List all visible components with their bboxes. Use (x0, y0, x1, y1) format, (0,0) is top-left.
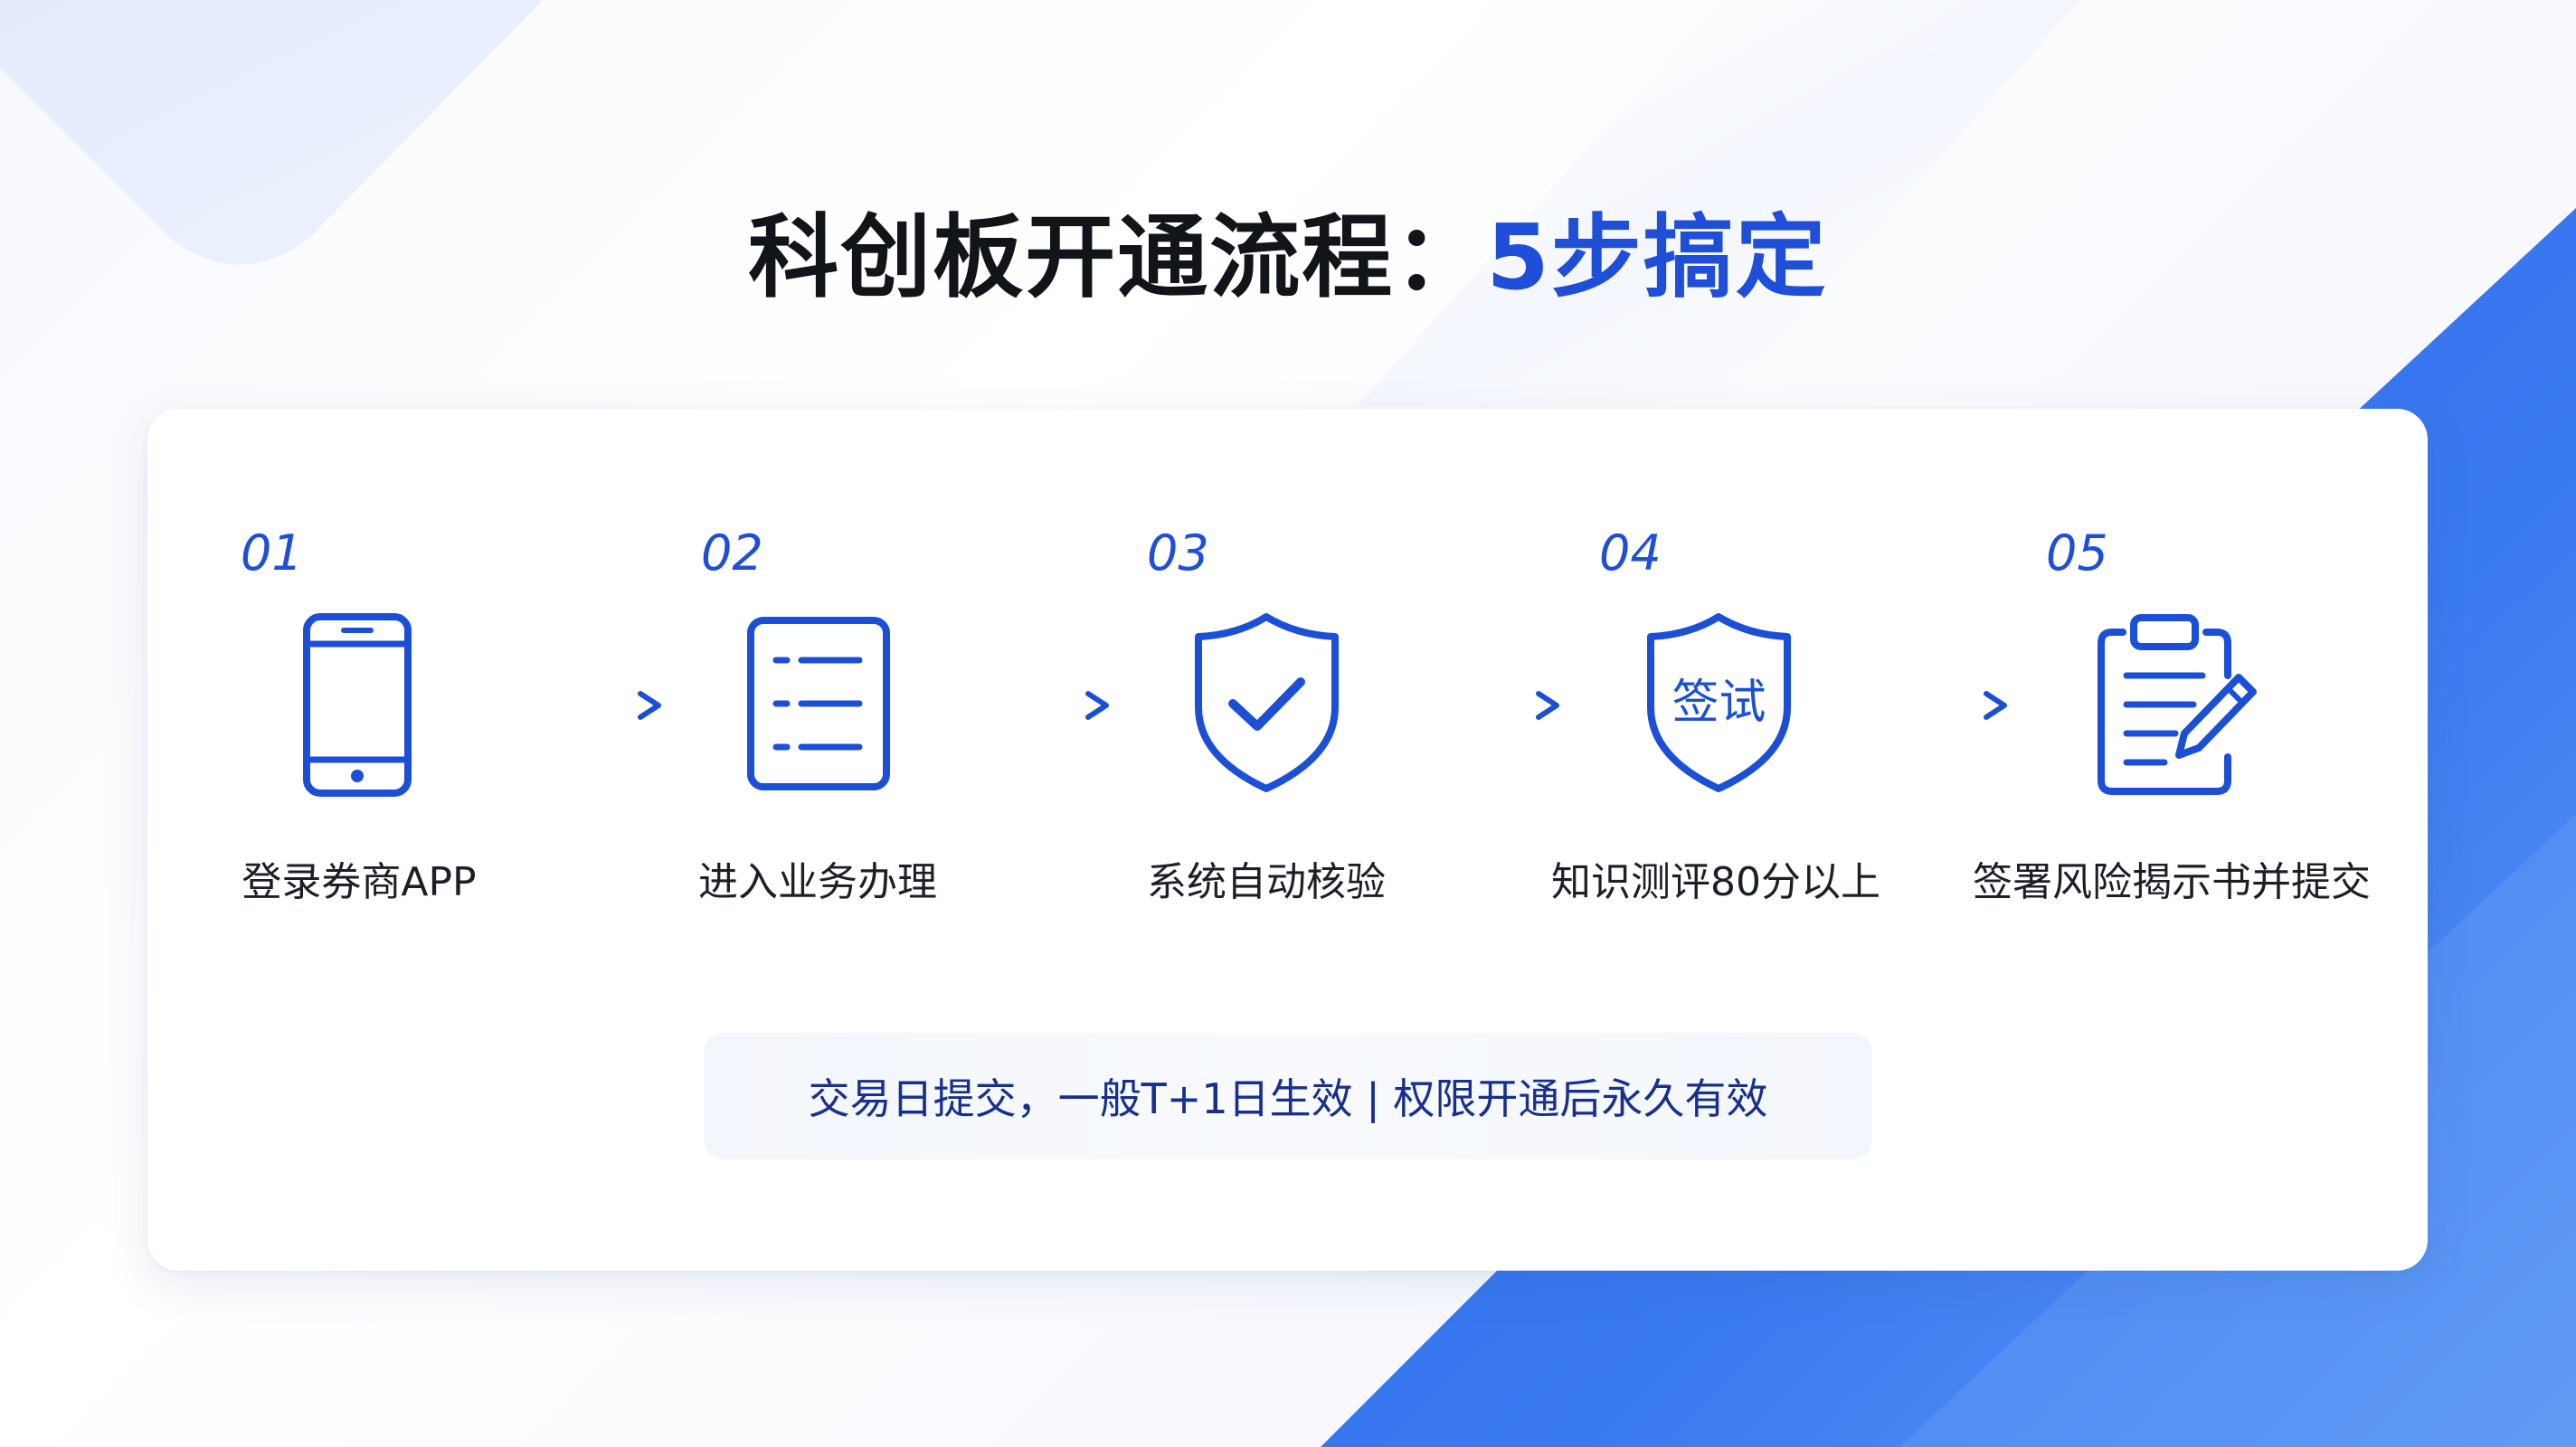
diagonal-light-band (1357, 0, 2080, 407)
clipboard-pen-icon (2098, 614, 2257, 795)
step-label: 登录券商APP (242, 859, 477, 905)
title-highlight-text: 5步搞定 (1486, 204, 1828, 310)
smartphone-icon (303, 613, 412, 797)
shield-text: 签试 (1672, 676, 1766, 730)
step-label: 知识测评80分以上 (1551, 859, 1880, 905)
list-document-icon (747, 617, 890, 790)
step-number: 03 (1147, 525, 1209, 582)
step-number: 05 (2046, 525, 2108, 582)
top-left-soft-shape (0, 0, 543, 265)
step-label: 系统自动核验 (1147, 859, 1386, 905)
title-main-text: 科创板开通流程： (748, 204, 1487, 310)
note-text: 交易日提交，一般T+1日生效 | 权限开通后永久有效 (808, 1074, 1768, 1123)
step-number: 02 (701, 525, 763, 582)
arrow-right-icon (525, 691, 661, 720)
page-title: 科创板开通流程：5步搞定 (0, 194, 2576, 321)
step-label: 签署风险揭示书并提交 (1973, 859, 2371, 905)
step-number: 04 (1599, 525, 1662, 582)
arrow-right-icon (972, 691, 1109, 720)
note-box: 交易日提交，一般T+1日生效 | 权限开通后永久有效 (704, 1033, 1872, 1159)
exam-shield-icon: 签试 (1647, 613, 1791, 792)
shield-check-icon (1195, 613, 1339, 792)
arrow-right-icon (1423, 691, 1559, 720)
arrow-right-icon (1870, 691, 2007, 720)
step-number: 01 (241, 525, 303, 582)
step-label: 进入业务办理 (698, 859, 937, 905)
